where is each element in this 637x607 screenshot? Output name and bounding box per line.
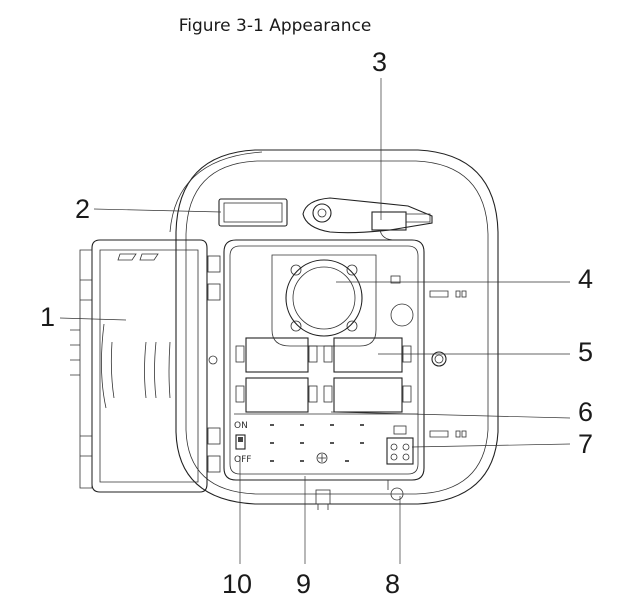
callout-2: 2 xyxy=(75,194,90,224)
figure-caption: Figure 3-1 Appearance xyxy=(178,16,372,36)
inner-compartment xyxy=(223,239,425,481)
callout-3: 3 xyxy=(372,47,387,77)
callout-leader-lines xyxy=(59,78,571,564)
speaker-area xyxy=(271,254,414,347)
battery-slots xyxy=(235,337,412,413)
callout-5: 5 xyxy=(578,337,593,367)
outer-housing xyxy=(175,149,499,505)
callout-8: 8 xyxy=(385,569,400,599)
terminal-block xyxy=(386,425,414,465)
right-mount-holes xyxy=(429,290,467,438)
callout-4: 4 xyxy=(578,264,593,294)
switch-on-label: ON xyxy=(234,421,248,431)
switch-off-label: OFF xyxy=(234,455,251,465)
bottom-latch xyxy=(315,489,331,510)
indicator-window xyxy=(218,198,288,227)
mounting-bracket xyxy=(169,151,263,233)
callout-6: 6 xyxy=(578,397,593,427)
callout-numbers: 1 2 3 4 5 6 7 8 9 10 xyxy=(40,47,593,599)
battery-door xyxy=(70,239,221,493)
callout-1: 1 xyxy=(40,302,55,332)
circuit-board xyxy=(234,413,418,464)
callout-7: 7 xyxy=(578,429,593,459)
callout-10: 10 xyxy=(222,569,252,599)
power-switch: ON OFF xyxy=(234,421,251,465)
tamper-button xyxy=(387,480,404,501)
callout-9: 9 xyxy=(296,569,311,599)
latch-hinge xyxy=(302,197,433,241)
